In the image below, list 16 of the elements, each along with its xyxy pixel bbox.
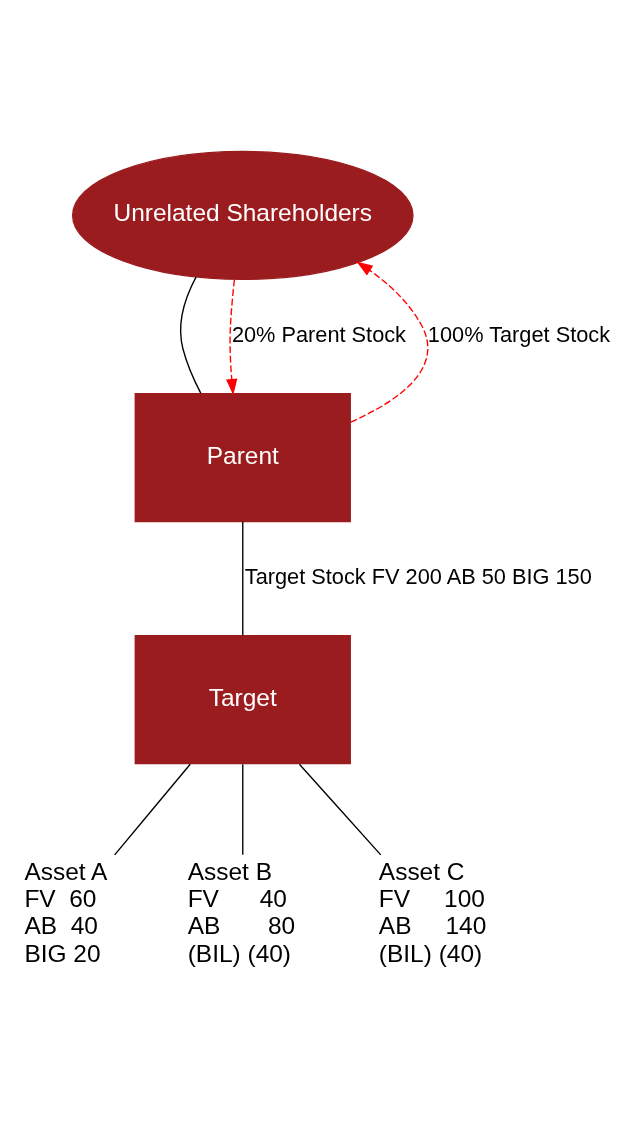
node-text: Asset A FV 60 AB 40 BIG 20 (24, 857, 108, 966)
node-ellipse: Unrelated Shareholders (71, 150, 414, 280)
edge-label: 20% Parent Stock (231, 321, 407, 347)
arrow (349, 261, 429, 423)
node-text: Asset C FV 100 AB 140 (BIL) (40) (378, 857, 487, 966)
connector (242, 763, 244, 855)
edge-label: Target Stock FV 200 AB 50 BIG 150 (244, 563, 592, 589)
node-box: Target (134, 634, 351, 764)
connector (242, 520, 244, 636)
node-box: Parent (134, 392, 351, 522)
arrow (226, 278, 238, 395)
connector (179, 275, 202, 394)
edge-label: 100% Target Stock (427, 321, 611, 347)
connector (298, 763, 382, 855)
node-text: Asset B FV 40 AB 80 (BIL) (40) (187, 857, 296, 966)
connector (114, 763, 191, 855)
